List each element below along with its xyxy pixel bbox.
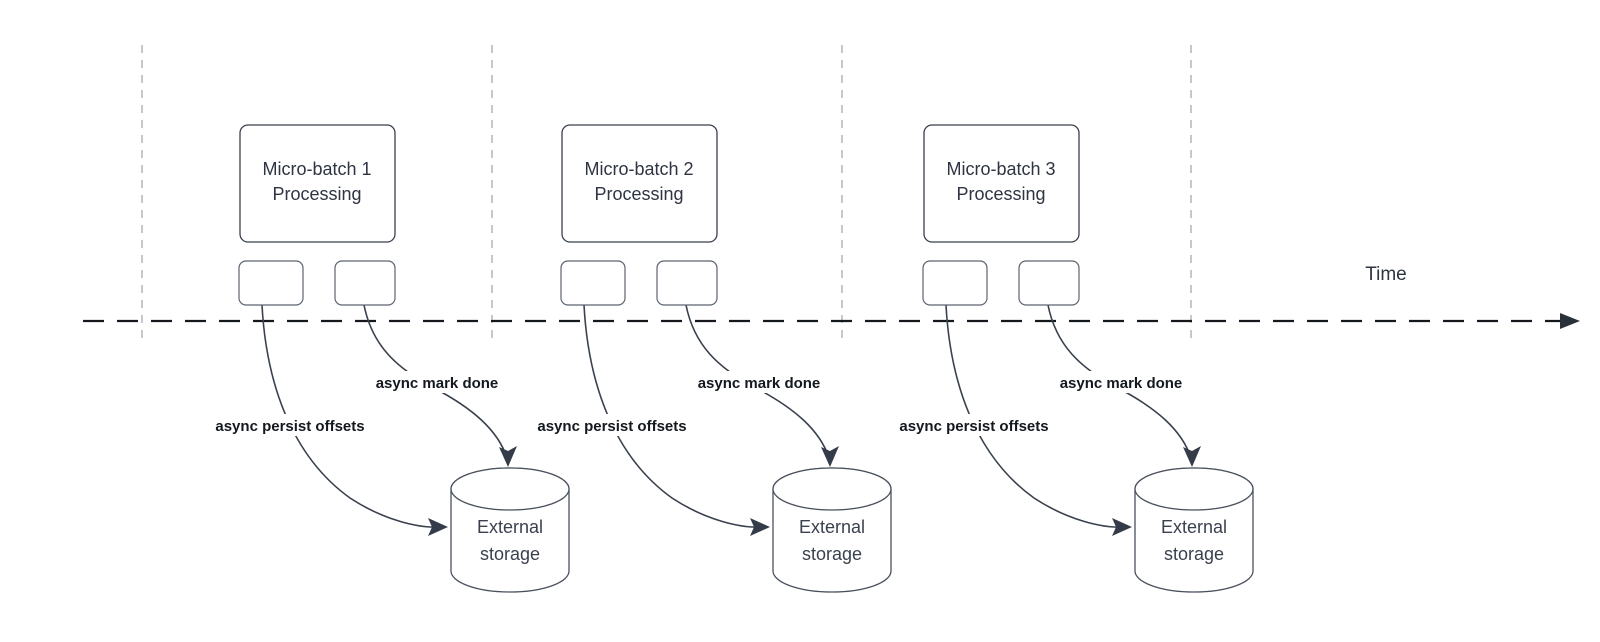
processing-box-title-line2: Processing: [594, 184, 683, 204]
external-storage-cylinder-top: [772, 467, 892, 511]
offset-commit-box: [922, 260, 988, 306]
external-storage-label-line2: storage: [1164, 544, 1224, 564]
external-storage-label-line1: External: [799, 517, 865, 537]
processing-box-title-line2: Processing: [272, 184, 361, 204]
persist-offsets-arrowhead-icon: [1112, 518, 1132, 536]
persist-offsets-arrowhead-icon: [750, 518, 770, 536]
external-storage-label-line1: External: [477, 517, 543, 537]
processing-box-title-line1: Micro-batch 3: [946, 159, 1055, 179]
processing-box-title-line1: Micro-batch 1: [262, 159, 371, 179]
offset-commit-box: [238, 260, 304, 306]
mark-done-arrowhead-icon: [821, 446, 839, 467]
persist-offsets-label: async persist offsets: [899, 418, 1048, 435]
mark-done-label: async mark done: [698, 375, 821, 392]
batch-group-2: Micro-batch 2 Processing async persist o…: [522, 124, 892, 593]
external-storage-label-line1: External: [1161, 517, 1227, 537]
batch-group-1: Micro-batch 1 Processing async persist o…: [200, 124, 570, 593]
external-storage-cylinder-top: [1134, 467, 1254, 511]
persist-offsets-arrow: [261, 304, 439, 528]
processing-box: [239, 124, 396, 243]
mark-done-arrowhead-icon: [1183, 446, 1201, 467]
interval-gridlines: [141, 45, 1192, 338]
external-storage-cylinder-top: [450, 467, 570, 511]
time-axis: Time: [83, 264, 1580, 329]
done-label-background: [687, 371, 831, 393]
done-label-background: [365, 371, 509, 393]
persist-label-background: [884, 414, 1064, 436]
time-axis-label: Time: [1365, 264, 1407, 285]
persist-label-background: [200, 414, 380, 436]
processing-box-title-line1: Micro-batch 2: [584, 159, 693, 179]
mark-done-box: [334, 260, 396, 306]
batch-group-3: Micro-batch 3 Processing async persist o…: [884, 124, 1254, 593]
persist-offsets-arrow: [583, 304, 761, 528]
processing-box-title-line2: Processing: [956, 184, 1045, 204]
external-storage-label-line2: storage: [802, 544, 862, 564]
persist-offsets-label: async persist offsets: [215, 418, 364, 435]
processing-box: [923, 124, 1080, 243]
offset-commit-box: [560, 260, 626, 306]
done-label-background: [1049, 371, 1193, 393]
mark-done-arrowhead-icon: [499, 446, 517, 467]
persist-offsets-arrow: [945, 304, 1123, 528]
mark-done-label: async mark done: [376, 375, 499, 392]
persist-label-background: [522, 414, 702, 436]
mark-done-label: async mark done: [1060, 375, 1183, 392]
mark-done-box: [1018, 260, 1080, 306]
time-axis-arrowhead-icon: [1560, 313, 1580, 329]
persist-offsets-arrowhead-icon: [428, 518, 448, 536]
external-storage-label-line2: storage: [480, 544, 540, 564]
mark-done-box: [656, 260, 718, 306]
persist-offsets-label: async persist offsets: [537, 418, 686, 435]
processing-box: [561, 124, 718, 243]
